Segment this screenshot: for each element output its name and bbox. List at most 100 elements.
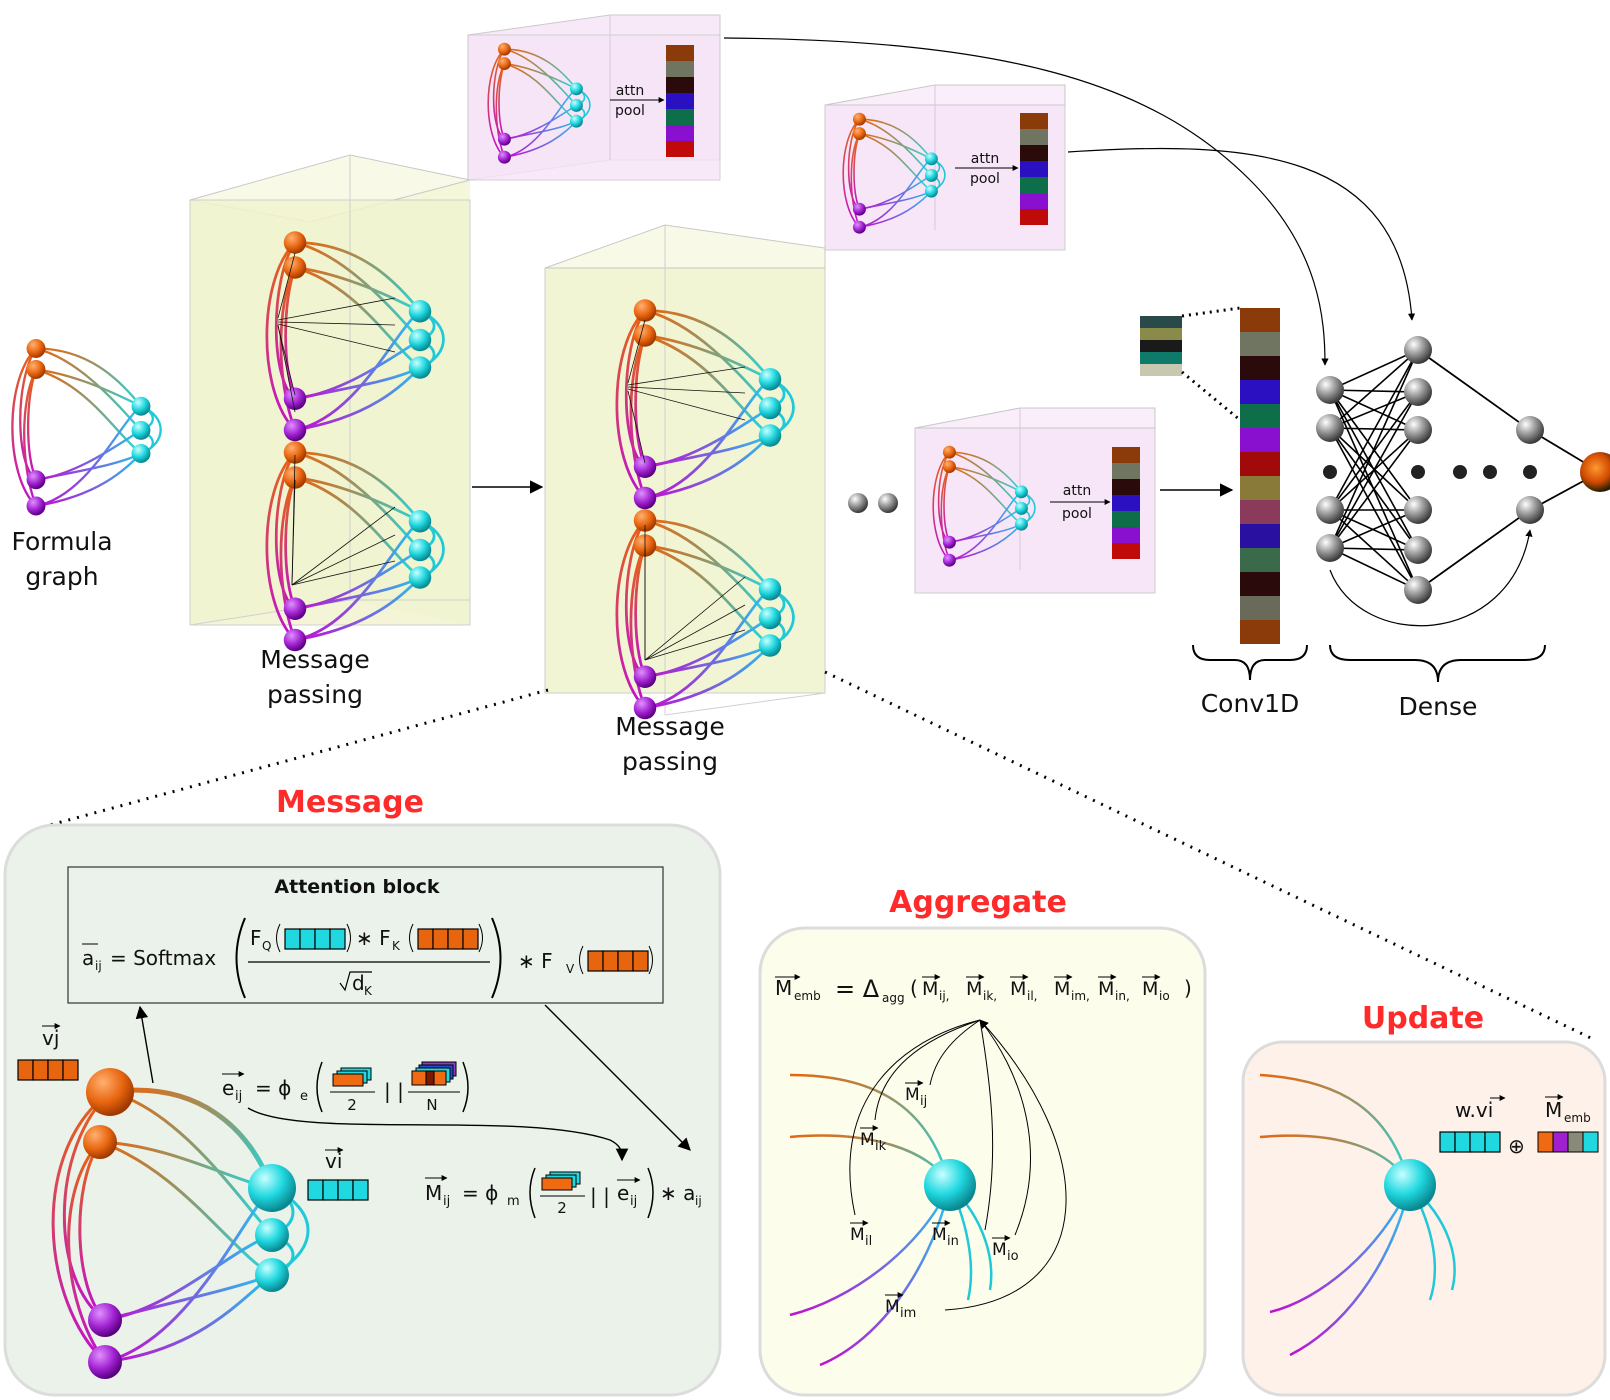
agg-message-label: M: [860, 1130, 875, 1150]
node-i-update: [1384, 1159, 1436, 1211]
output-node: [1580, 452, 1610, 492]
oplus-symbol: ⊕: [1508, 1134, 1525, 1158]
dense-neuron: [1404, 536, 1432, 564]
vector-cell: [337, 1179, 354, 1201]
attn-pool-1-label-1: attn: [616, 83, 644, 99]
e-ij-symbol-b: e: [617, 1181, 629, 1205]
stacked-vector-n: [411, 1061, 457, 1086]
embedding-cell: [1140, 316, 1182, 328]
embedding-cell: [1140, 328, 1182, 340]
vector-cell: [352, 1179, 369, 1201]
attn-pool-box-1: [467, 14, 721, 181]
agg-arg-m: M: [1010, 978, 1026, 1000]
formula-graph: [11, 337, 162, 517]
message-passing-box-2: [544, 224, 826, 721]
embedding-cell: [1112, 495, 1140, 511]
embedding-cell: [1240, 332, 1280, 356]
stacked-vector-2b: [541, 1171, 581, 1191]
embedding-cell: [1020, 209, 1048, 225]
embedding-cell: [1240, 548, 1280, 572]
embedding-cell: [666, 109, 694, 125]
agg-arg-m: M: [1098, 978, 1114, 1000]
vector-cell: [32, 1059, 49, 1081]
embedding-cell: [1140, 352, 1182, 364]
embedding-cell: [1112, 543, 1140, 559]
vi-label: vi: [325, 1149, 342, 1173]
embedding-cell: [1240, 500, 1280, 524]
aggregate-arrows: [849, 1019, 1067, 1311]
dense-neuron: [1404, 416, 1432, 444]
phi-m-sub: m: [507, 1194, 520, 1209]
dense-neuron: [1516, 496, 1544, 524]
vector-cell: [1484, 1131, 1501, 1153]
vector-cell: [1454, 1131, 1471, 1153]
message-passing-2-label-2: passing: [622, 747, 718, 776]
embedding-cell: [666, 77, 694, 93]
dense-brace: [1329, 644, 1546, 683]
embedding-cell: [1240, 404, 1280, 428]
two-label-b: 2: [557, 1199, 567, 1217]
softmax-label: = Softmax: [110, 946, 216, 970]
ellipsis-dot: [848, 493, 868, 513]
dense-neuron: [1316, 376, 1344, 404]
embedding-cell: [1240, 596, 1280, 620]
vector-cell: [602, 950, 619, 972]
embedding-cell: [1112, 511, 1140, 527]
stacked-vector-2: [332, 1067, 372, 1087]
embedding-cell: [1240, 356, 1280, 380]
ellipsis-dot: [1453, 465, 1467, 479]
message-graph: [51, 1068, 310, 1379]
vector-cell: [322, 1179, 339, 1201]
dense-network: [1316, 336, 1610, 627]
embedding-cell: [1020, 113, 1048, 129]
m-emb-symbol: M: [775, 976, 792, 1000]
vector-cell: [447, 928, 464, 950]
agg-arg-sub: il,: [1027, 989, 1037, 1003]
embedding-cell: [666, 61, 694, 77]
embedding-cell: [1020, 129, 1048, 145]
attn-pool-box-2: [824, 84, 1066, 251]
dense-neuron: [1404, 576, 1432, 604]
dense-neuron: [1404, 496, 1432, 524]
node-i-aggregate: [924, 1159, 976, 1211]
agg-arg-sub: ik,: [983, 989, 997, 1003]
conv-dotted-line: [1181, 370, 1241, 422]
embedding-cell: [1112, 479, 1140, 495]
embedding-cell: [666, 125, 694, 141]
phi-e-label: = ϕ: [255, 1076, 291, 1100]
e-ij-symbol: e: [222, 1076, 234, 1100]
agg-message-sub: in: [947, 1234, 959, 1249]
node-i: [248, 1164, 296, 1212]
delta-agg-sub: agg: [882, 991, 905, 1005]
vector-cell: [314, 928, 331, 950]
message-passing-1-label-1: Message: [260, 645, 370, 674]
embedding-cell: [1112, 463, 1140, 479]
m-emb-label: M: [1545, 1098, 1562, 1122]
embedding-cell: [1240, 452, 1280, 476]
two-label: 2: [347, 1096, 357, 1114]
agg-message-sub: im: [900, 1306, 916, 1321]
agg-message-sub: io: [1007, 1249, 1019, 1264]
concat-bars: | |: [384, 1079, 404, 1103]
attn-pool-3-label-2: pool: [1062, 506, 1092, 522]
vj-vector: [17, 1059, 79, 1081]
node-j: [86, 1068, 134, 1116]
m-ij-symbol: M: [425, 1181, 442, 1205]
embedding-cell: [1240, 476, 1280, 500]
formula-graph-label-2: graph: [25, 562, 98, 591]
times-a-label: ∗ a: [660, 1181, 695, 1205]
agg-message-label: M: [992, 1240, 1007, 1260]
embedding-cell: [1140, 364, 1182, 376]
phi-m-label: = ϕ: [462, 1181, 498, 1205]
agg-arg-m: M: [1142, 978, 1158, 1000]
embedding-cell: [1112, 447, 1140, 463]
ellipsis-dot: [1323, 465, 1337, 479]
ellipsis-dot: [1411, 465, 1425, 479]
vector-cell: [299, 928, 316, 950]
vector-cell: [62, 1059, 79, 1081]
vector-cell: [1439, 1131, 1456, 1153]
vector-cell: [47, 1059, 64, 1081]
e-ij-sub-b: ij: [630, 1194, 637, 1209]
